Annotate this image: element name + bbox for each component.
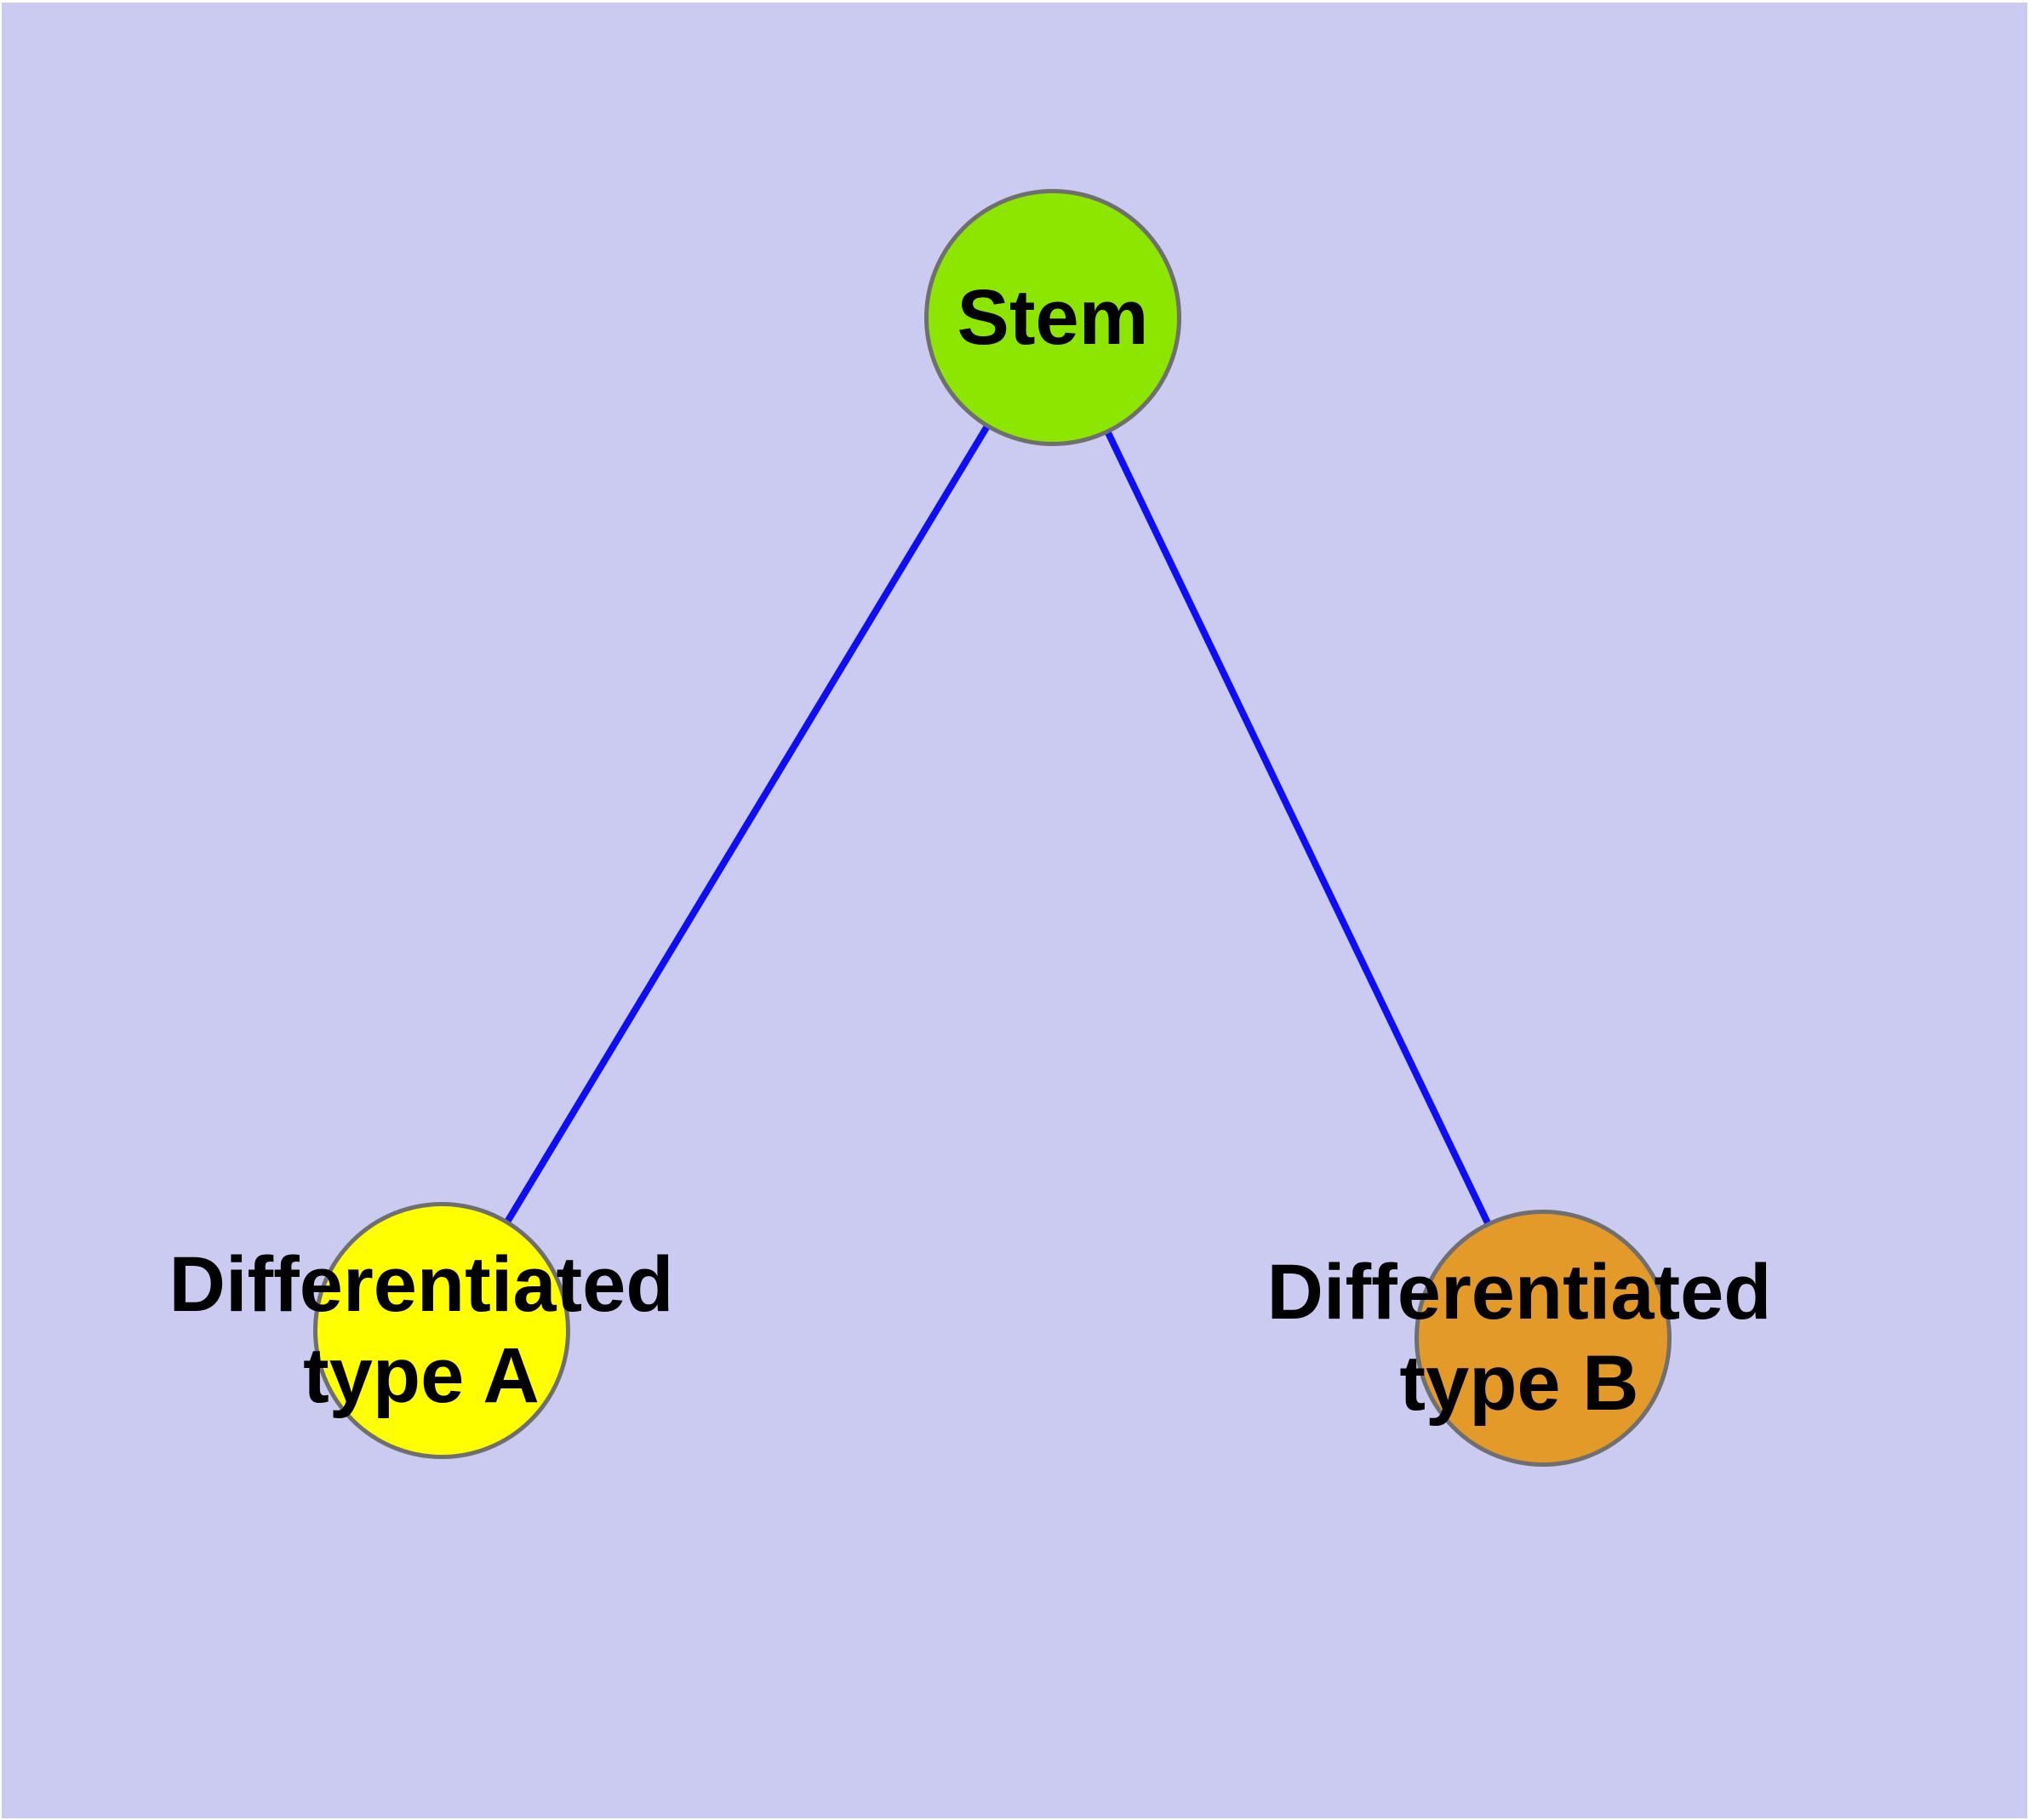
label-line: type B (1399, 1340, 1639, 1427)
edge-stem-to-type-b (1049, 316, 1546, 1340)
label-line: Differentiated (1266, 1249, 1772, 1336)
node-differentiated-type-a: Differentiated type A (169, 1202, 673, 1459)
edge-layer (438, 315, 1546, 1340)
label-line: Differentiated (169, 1241, 674, 1328)
node-stem: Stem (924, 189, 1181, 446)
diagram-canvas: Stem Differentiated type A Differentiate… (2, 3, 2027, 1818)
node-stem-label: Stem (957, 272, 1149, 363)
node-differentiated-type-b-label: Differentiated type B (1267, 1247, 1772, 1429)
label-line: Stem (957, 273, 1149, 361)
label-line: type A (303, 1332, 540, 1419)
edge-stem-to-type-a (438, 315, 1056, 1333)
node-differentiated-type-a-label: Differentiated type A (169, 1239, 674, 1422)
node-differentiated-type-b: Differentiated type B (1267, 1210, 1771, 1467)
